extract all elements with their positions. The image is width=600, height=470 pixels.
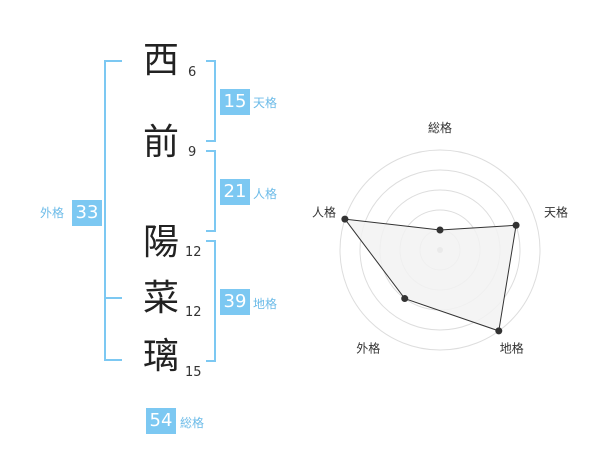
- radar-point-2: [512, 221, 520, 229]
- tenkaku-badge: 15: [220, 89, 250, 115]
- radar-point-4: [401, 295, 409, 303]
- stroke-count-2: 9: [188, 145, 197, 160]
- jinkaku-badge: 21: [220, 179, 250, 205]
- radar-point-5: [341, 215, 349, 223]
- chikaku-badge: 39: [220, 289, 250, 315]
- jinkaku-label: 人格: [253, 187, 278, 201]
- name-char-5: 璃: [142, 336, 179, 377]
- radar-axis-label-3: 地格: [500, 341, 524, 356]
- gaikaku-badge: 33: [72, 200, 102, 226]
- chikaku-label: 地格: [253, 297, 278, 311]
- name-char-4: 菜: [142, 278, 179, 319]
- radar-points: [341, 215, 520, 335]
- radar-area: [343, 218, 517, 332]
- stroke-count-3: 12: [185, 245, 202, 260]
- radar-axis-label-2: 天格: [544, 204, 568, 219]
- stroke-count-1: 6: [188, 65, 197, 80]
- radar-point-3: [495, 327, 503, 335]
- name-char-2: 前: [142, 122, 179, 163]
- gaikaku-divider: [104, 297, 122, 299]
- tenkaku-bracket: [206, 60, 216, 142]
- jinkaku-bracket: [206, 150, 216, 232]
- soukaku-badge: 54: [146, 408, 176, 434]
- soukaku-label: 総格: [180, 416, 205, 430]
- gaikaku-bracket: [104, 60, 122, 361]
- stroke-count-5: 15: [185, 365, 202, 380]
- name-char-1: 西: [142, 40, 179, 81]
- stroke-count-4: 12: [185, 305, 202, 320]
- radar-axis-label-1: 総格: [428, 120, 452, 135]
- radar-point-1: [436, 226, 444, 234]
- chikaku-bracket: [206, 240, 216, 362]
- radar-axis-label-4: 外格: [356, 341, 380, 356]
- name-char-3: 陽: [142, 222, 179, 263]
- gaikaku-label: 外格: [40, 206, 65, 220]
- tenkaku-label: 天格: [253, 96, 278, 110]
- radar-ring-5: [339, 149, 541, 351]
- radar-axis-label-5: 人格: [312, 204, 336, 219]
- radar-ring-4: [359, 169, 521, 331]
